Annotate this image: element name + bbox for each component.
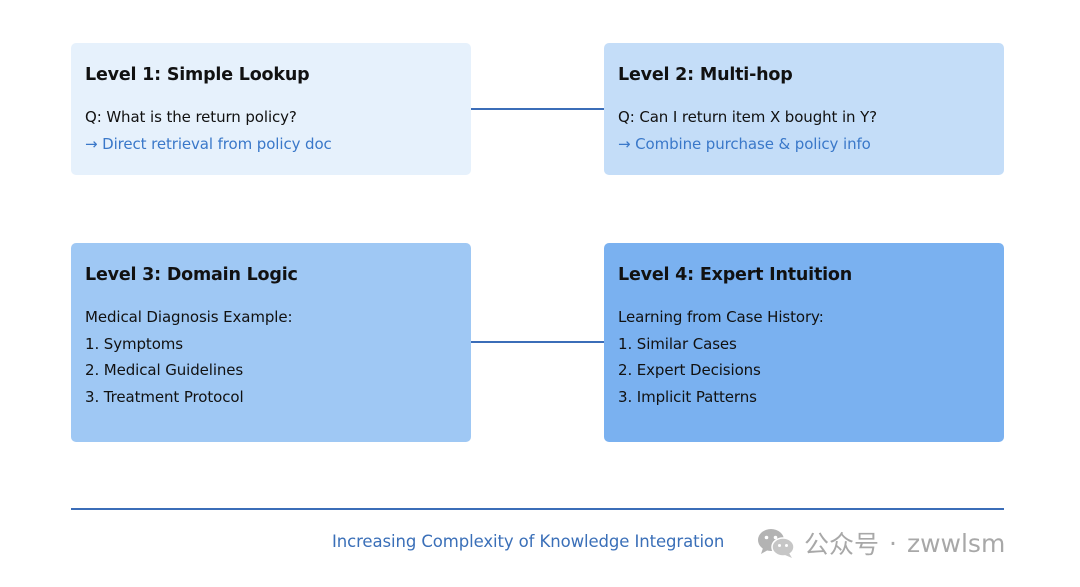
level-4-line-1: 1. Similar Cases <box>618 334 737 353</box>
level-3-line-2: 2. Medical Guidelines <box>85 361 244 379</box>
level-1-box: Level 1: Simple Lookup Q: What is the re… <box>71 43 471 175</box>
level-2-box: Level 2: Multi-hop Q: Can I return item … <box>604 43 1004 175</box>
level-3-title: Level 3: Domain Logic <box>85 265 298 285</box>
connector-level-1-to-2 <box>471 108 604 110</box>
level-3-line-1: 1. Symptoms <box>85 334 183 353</box>
level-1-approach: → Direct retrieval from policy doc <box>85 134 332 153</box>
connector-level-3-to-4 <box>471 341 604 343</box>
level-1-question: Q: What is the return policy? <box>85 108 297 126</box>
level-4-box: Level 4: Expert Intuition Learning from … <box>604 243 1004 442</box>
level-2-title: Level 2: Multi-hop <box>618 65 793 85</box>
complexity-axis-label: Increasing Complexity of Knowledge Integ… <box>332 532 725 551</box>
level-1-title: Level 1: Simple Lookup <box>85 65 310 85</box>
level-4-line-2: 2. Expert Decisions <box>618 361 761 379</box>
level-3-line-3: 3. Treatment Protocol <box>85 387 244 406</box>
level-3-line-heading: Medical Diagnosis Example: <box>85 308 293 326</box>
watermark-separator: · <box>889 528 897 558</box>
watermark-handle: zwwlsm <box>906 528 1006 558</box>
watermark-account-label: 公众号 <box>804 530 880 559</box>
watermark: 公众号 · zwwlsm <box>756 526 1005 560</box>
level-3-box: Level 3: Domain Logic Medical Diagnosis … <box>71 243 471 442</box>
level-4-line-heading: Learning from Case History: <box>618 308 824 326</box>
level-4-line-3: 3. Implicit Patterns <box>618 387 757 406</box>
complexity-axis-line <box>71 508 1004 510</box>
level-4-title: Level 4: Expert Intuition <box>618 265 853 285</box>
level-2-question: Q: Can I return item X bought in Y? <box>618 108 878 126</box>
level-2-approach: → Combine purchase & policy info <box>618 134 871 153</box>
wechat-icon <box>758 529 795 558</box>
